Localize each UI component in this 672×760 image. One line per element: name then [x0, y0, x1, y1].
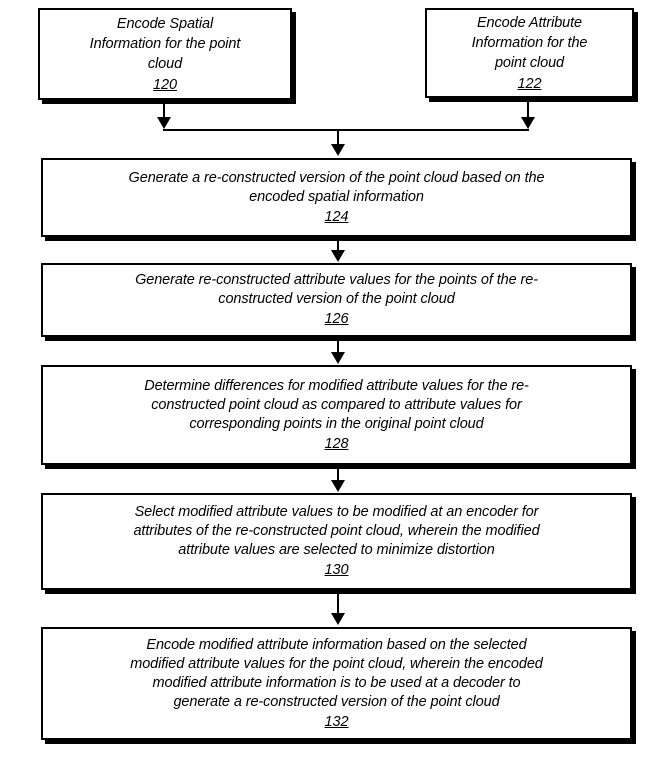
- connector-124-to-126-line: [337, 237, 339, 251]
- connector-120-to-junction-line: [163, 100, 165, 118]
- connector-junction-to-124-line: [337, 129, 339, 145]
- connector-130-to-132-arrowhead: [331, 613, 345, 625]
- process-box-130-label: Select modified attribute values to be m…: [133, 504, 540, 558]
- connector-130-to-132-line: [337, 590, 339, 614]
- process-box-128-label: Determine differences for modified attri…: [144, 377, 529, 432]
- connector-122-to-junction-line: [527, 98, 529, 118]
- process-box-132[interactable]: Encode modified attribute information ba…: [41, 627, 632, 740]
- connector-124-to-126-arrowhead: [331, 250, 345, 262]
- process-box-128-number: 128: [324, 435, 349, 452]
- process-box-130-number: 130: [324, 562, 349, 578]
- process-box-120-number: 120: [153, 76, 177, 93]
- process-box-132-label: Encode modified attribute information ba…: [130, 636, 543, 710]
- merge-junction-bar: [163, 129, 529, 131]
- connector-128-to-130-arrowhead: [331, 480, 345, 492]
- connector-126-to-128-line: [337, 337, 339, 353]
- connector-junction-to-124-arrowhead: [331, 144, 345, 156]
- process-box-128[interactable]: Determine differences for modified attri…: [41, 365, 632, 465]
- process-box-124-label: Generate a re-constructed version of the…: [128, 169, 545, 205]
- process-box-126-label: Generate re-constructed attribute values…: [135, 272, 538, 307]
- process-box-126[interactable]: Generate re-constructed attribute values…: [41, 263, 632, 337]
- process-box-132-number: 132: [324, 713, 349, 730]
- process-box-124-text: Generate a re-constructed version of the…: [129, 150, 545, 246]
- process-box-122-text: Encode Attribute Information for the poi…: [472, 0, 588, 114]
- process-box-126-text: Generate re-constructed attribute values…: [135, 252, 538, 348]
- process-box-120-label: Encode Spatial Information for the point…: [89, 15, 241, 72]
- process-box-120[interactable]: Encode Spatial Information for the point…: [38, 8, 292, 100]
- process-box-120-text: Encode Spatial Information for the point…: [90, 0, 241, 115]
- connector-126-to-128-arrowhead: [331, 352, 345, 364]
- process-box-130-text: Select modified attribute values to be m…: [133, 484, 539, 599]
- process-box-132-text: Encode modified attribute information ba…: [130, 617, 543, 751]
- process-box-124-number: 124: [324, 208, 349, 225]
- process-box-126-number: 126: [324, 311, 349, 327]
- process-box-124[interactable]: Generate a re-constructed version of the…: [41, 158, 632, 237]
- process-box-122-number: 122: [517, 75, 542, 92]
- process-box-130[interactable]: Select modified attribute values to be m…: [41, 493, 632, 590]
- process-box-122-label: Encode Attribute Information for the poi…: [471, 14, 588, 71]
- connector-122-to-junction-arrowhead: [521, 117, 535, 129]
- process-box-122[interactable]: Encode Attribute Information for the poi…: [425, 8, 634, 98]
- connector-120-to-junction-arrowhead: [157, 117, 171, 129]
- process-box-128-text: Determine differences for modified attri…: [144, 358, 529, 473]
- connector-128-to-130-line: [337, 465, 339, 481]
